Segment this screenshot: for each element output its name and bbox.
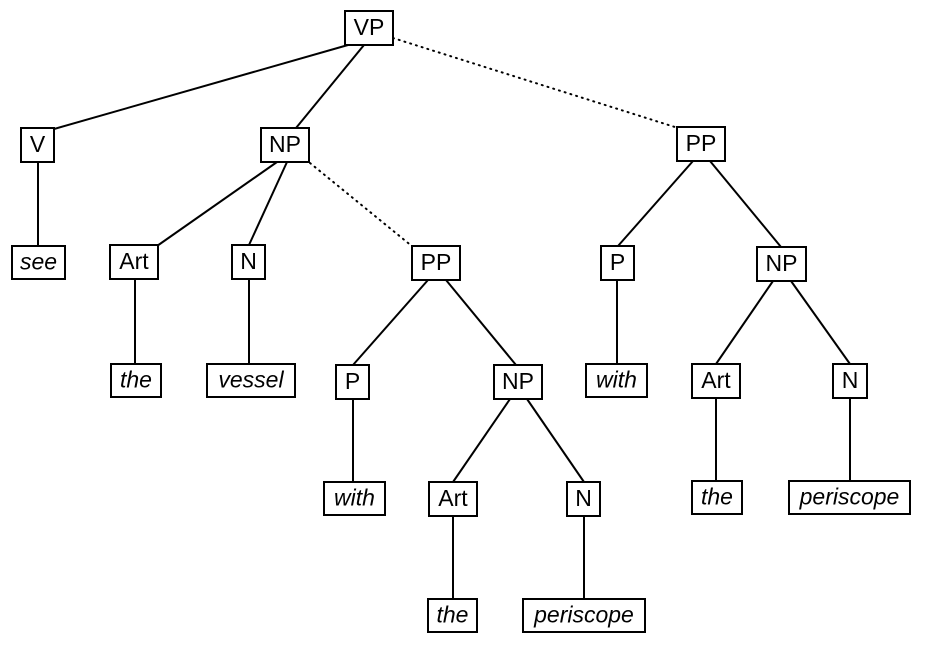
- tree-edge-pp_right-to-p_right: [617, 160, 694, 247]
- tree-node-np1[interactable]: NP: [260, 127, 310, 163]
- tree-edge-np1-to-n1: [248, 161, 288, 246]
- node-box-the1: [110, 363, 162, 398]
- node-label-pp_right: PP: [686, 130, 717, 156]
- node-box-v: [20, 127, 55, 163]
- node-label-np_right: NP: [766, 250, 798, 276]
- tree-edge-pp_mid-to-p_mid: [352, 279, 429, 366]
- node-label-vessel: vessel: [218, 367, 284, 393]
- tree-node-art1[interactable]: Art: [109, 244, 159, 280]
- tree-node-the1[interactable]: the: [110, 363, 162, 398]
- node-box-see: [11, 245, 66, 280]
- node-label-p_mid: P: [345, 368, 360, 394]
- tree-edge-np1-to-pp_mid: [309, 162, 414, 248]
- node-box-n_right: [832, 363, 868, 399]
- node-label-the1: the: [120, 367, 152, 393]
- node-box-art1: [109, 244, 159, 280]
- node-box-n1: [231, 244, 266, 280]
- tree-edge-vp-to-v: [53, 44, 349, 130]
- node-label-the_r: the: [701, 484, 733, 510]
- node-box-art_right: [691, 363, 741, 399]
- node-label-np_mid: NP: [502, 368, 534, 394]
- tree-node-see[interactable]: see: [11, 245, 66, 280]
- tree-edge-vp-to-pp_right: [392, 37, 679, 129]
- node-label-n_mid: N: [575, 485, 592, 511]
- tree-node-pp_right[interactable]: PP: [676, 126, 726, 162]
- tree-node-the_r[interactable]: the: [691, 480, 743, 515]
- tree-node-art_right[interactable]: Art: [691, 363, 741, 399]
- node-label-n_right: N: [842, 367, 859, 393]
- node-box-np1: [260, 127, 310, 163]
- tree-edge-pp_right-to-np_right: [709, 160, 782, 248]
- tree-node-peri_r[interactable]: periscope: [788, 480, 911, 515]
- node-box-art_mid: [428, 481, 478, 517]
- tree-node-with_m[interactable]: with: [323, 481, 386, 516]
- tree-node-p_mid[interactable]: P: [335, 364, 370, 400]
- tree-edge-np_right-to-n_right: [790, 280, 851, 365]
- tree-node-peri_m[interactable]: periscope: [522, 598, 646, 633]
- node-label-np1: NP: [269, 131, 301, 157]
- node-label-vp: VP: [354, 14, 385, 40]
- tree-node-p_right[interactable]: P: [600, 245, 635, 281]
- tree-edge-np_mid-to-art_mid: [452, 398, 511, 483]
- tree-node-np_mid[interactable]: NP: [493, 364, 543, 400]
- node-label-art_right: Art: [701, 367, 731, 393]
- tree-node-n_mid[interactable]: N: [566, 481, 601, 517]
- node-label-pp_mid: PP: [421, 249, 452, 275]
- node-box-np_mid: [493, 364, 543, 400]
- tree-node-with_r[interactable]: with: [585, 363, 648, 398]
- node-box-n_mid: [566, 481, 601, 517]
- tree-node-vp[interactable]: VP: [344, 10, 394, 46]
- tree-node-n_right[interactable]: N: [832, 363, 868, 399]
- tree-edge-np_mid-to-n_mid: [526, 398, 585, 483]
- node-box-p_mid: [335, 364, 370, 400]
- node-box-pp_right: [676, 126, 726, 162]
- node-label-with_m: with: [334, 485, 375, 511]
- node-label-peri_r: periscope: [799, 484, 900, 510]
- tree-node-n1[interactable]: N: [231, 244, 266, 280]
- node-box-with_r: [585, 363, 648, 398]
- node-label-p_right: P: [610, 249, 625, 275]
- node-box-the_r: [691, 480, 743, 515]
- node-box-vp: [344, 10, 394, 46]
- tree-edge-vp-to-np1: [295, 44, 365, 129]
- tree-edge-np1-to-art1: [156, 161, 278, 247]
- node-box-peri_m: [522, 598, 646, 633]
- node-box-np_right: [756, 246, 807, 282]
- node-label-v: V: [30, 131, 46, 157]
- tree-node-the_m[interactable]: the: [427, 598, 478, 633]
- tree-node-v[interactable]: V: [20, 127, 55, 163]
- node-box-pp_mid: [411, 245, 461, 281]
- tree-node-vessel[interactable]: vessel: [206, 363, 296, 398]
- node-box-vessel: [206, 363, 296, 398]
- node-label-n1: N: [240, 248, 257, 274]
- tree-node-pp_mid[interactable]: PP: [411, 245, 461, 281]
- node-box-with_m: [323, 481, 386, 516]
- tree-edge-pp_mid-to-np_mid: [445, 279, 517, 366]
- node-box-peri_r: [788, 480, 911, 515]
- node-box-p_right: [600, 245, 635, 281]
- node-box-the_m: [427, 598, 478, 633]
- node-label-art_mid: Art: [438, 485, 468, 511]
- tree-node-np_right[interactable]: NP: [756, 246, 807, 282]
- tree-node-art_mid[interactable]: Art: [428, 481, 478, 517]
- tree-edge-np_right-to-art_right: [715, 280, 774, 365]
- node-label-with_r: with: [596, 367, 637, 393]
- node-label-peri_m: periscope: [533, 602, 634, 628]
- edge-layer: [37, 37, 851, 599]
- node-label-see: see: [20, 249, 57, 275]
- node-label-the_m: the: [437, 602, 469, 628]
- node-label-art1: Art: [119, 248, 149, 274]
